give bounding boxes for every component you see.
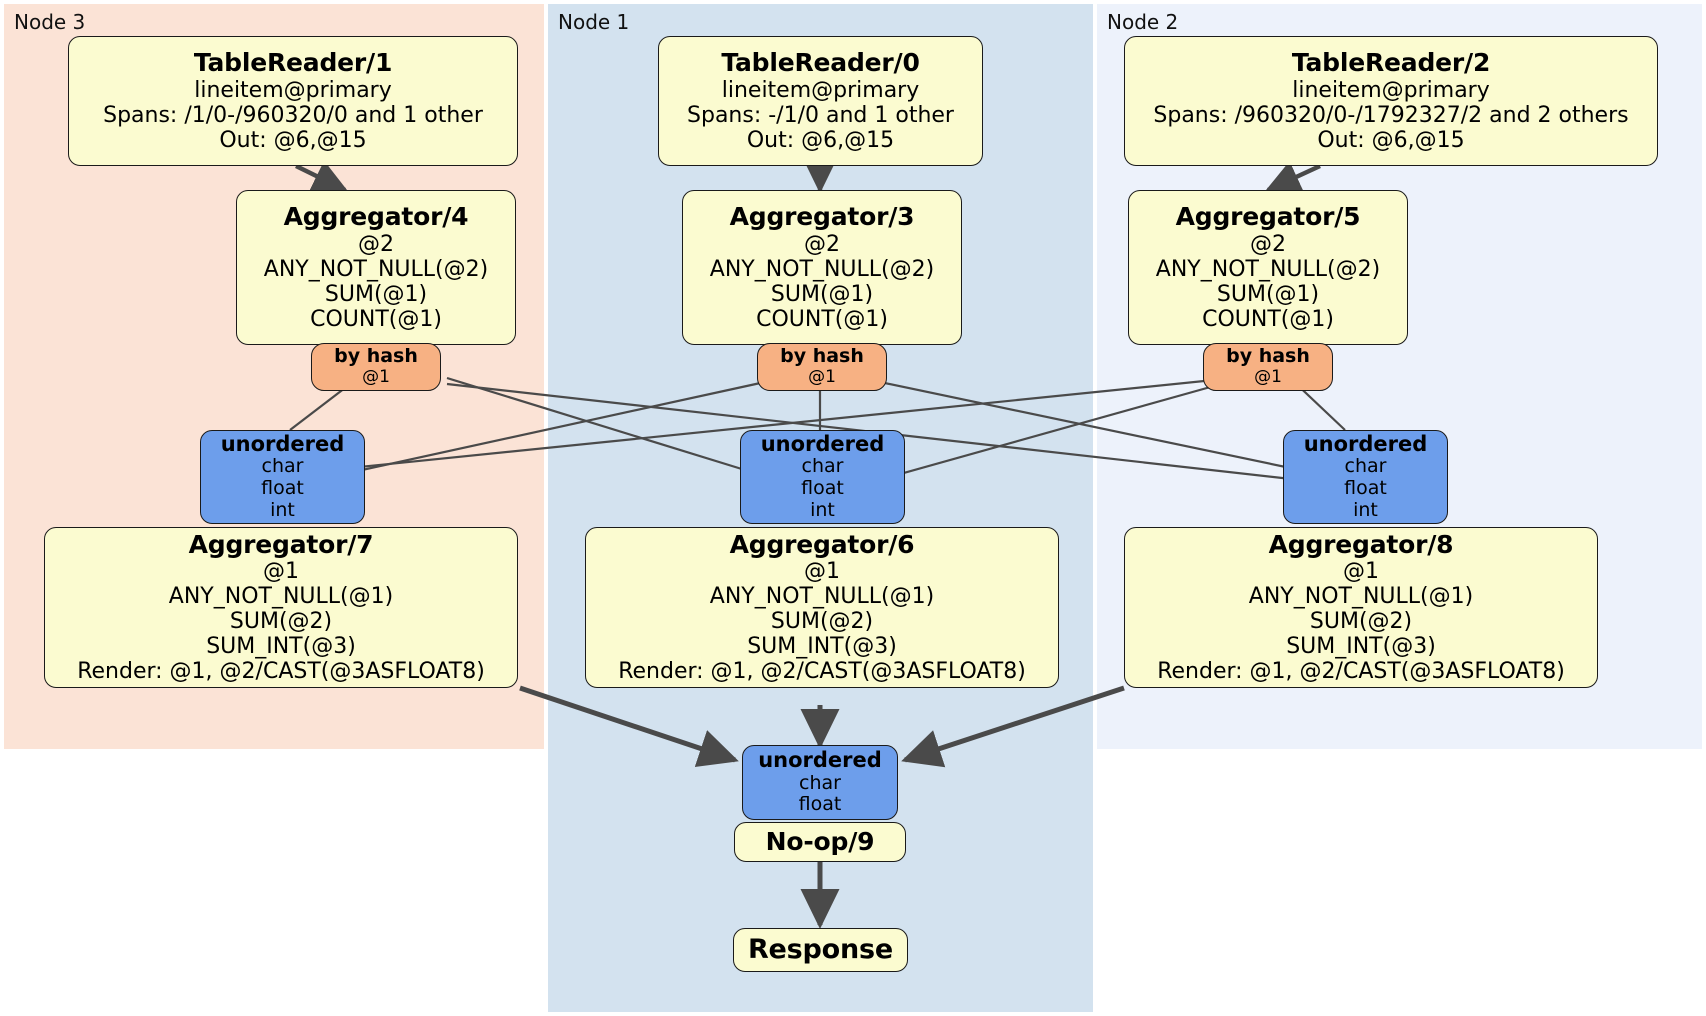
node-title: Aggregator/7: [188, 529, 374, 559]
node-line: Render: @1, @2/CAST(@3ASFLOAT8): [618, 659, 1026, 685]
node-tablereader-0[interactable]: TableReader/0 lineitem@primary Spans: -/…: [658, 36, 983, 166]
receiver-line: char: [799, 771, 841, 794]
node-line: COUNT(@1): [310, 306, 442, 332]
node-line: @2: [804, 231, 840, 257]
router-title: by hash: [1226, 345, 1310, 368]
node-line: SUM_INT(@3): [1286, 634, 1436, 660]
node-line: @2: [1250, 231, 1286, 257]
node-title: TableReader/1: [193, 48, 393, 78]
receiver-line: int: [810, 498, 835, 521]
receiver-line: float: [798, 793, 842, 816]
node-aggregator-6[interactable]: Aggregator/6 @1 ANY_NOT_NULL(@1) SUM(@2)…: [585, 527, 1059, 688]
node-line: Render: @1, @2/CAST(@3ASFLOAT8): [77, 659, 485, 685]
node-line: SUM(@1): [1216, 281, 1320, 307]
node-line: lineitem@primary: [194, 77, 392, 103]
node-line: @1: [1343, 559, 1379, 585]
node-line: Spans: /960320/0-/1792327/2 and 2 others: [1153, 102, 1629, 128]
node-no-op-9[interactable]: No-op/9: [734, 822, 906, 862]
node-line: ANY_NOT_NULL(@1): [709, 584, 935, 610]
receiver-line: float: [801, 477, 844, 500]
node-line: ANY_NOT_NULL(@1): [168, 584, 394, 610]
router-by-hash-left[interactable]: by hash @1: [311, 343, 441, 391]
node-line: SUM(@1): [770, 281, 874, 307]
node-tablereader-1[interactable]: TableReader/1 lineitem@primary Spans: /1…: [68, 36, 518, 166]
node-tablereader-2[interactable]: TableReader/2 lineitem@primary Spans: /9…: [1124, 36, 1658, 166]
node-line: Render: @1, @2/CAST(@3ASFLOAT8): [1157, 659, 1565, 685]
node-line: ANY_NOT_NULL(@2): [709, 256, 935, 282]
receiver-title: unordered: [758, 747, 882, 772]
node-title: TableReader/2: [1291, 48, 1491, 78]
node-response[interactable]: Response: [733, 928, 908, 972]
node-title: Aggregator/8: [1268, 529, 1454, 559]
node-line: Spans: /1/0-/960320/0 and 1 other: [103, 102, 483, 128]
router-title: by hash: [334, 345, 418, 368]
node-line: ANY_NOT_NULL(@1): [1248, 584, 1474, 610]
node-line: SUM(@2): [1309, 609, 1413, 635]
receiver-line: char: [1344, 455, 1387, 478]
node-line: @1: [263, 559, 299, 585]
node-line: ANY_NOT_NULL(@2): [1155, 256, 1381, 282]
node-line: SUM(@1): [324, 281, 428, 307]
node-line: SUM_INT(@3): [747, 634, 897, 660]
receiver-unordered-final[interactable]: unordered char float: [742, 745, 898, 820]
node-line: lineitem@primary: [1292, 77, 1490, 103]
receiver-line: float: [261, 477, 304, 500]
receiver-unordered-right[interactable]: unordered char float int: [1283, 430, 1448, 524]
node-line: @1: [804, 559, 840, 585]
node-line: COUNT(@1): [1202, 306, 1334, 332]
node-aggregator-3[interactable]: Aggregator/3 @2 ANY_NOT_NULL(@2) SUM(@1)…: [682, 190, 962, 345]
router-by-hash-right[interactable]: by hash @1: [1203, 343, 1333, 391]
receiver-line: float: [1344, 477, 1387, 500]
panel-node3-label: Node 3: [14, 10, 86, 34]
node-line: Out: @6,@15: [219, 127, 367, 153]
receiver-unordered-center[interactable]: unordered char float int: [740, 430, 905, 524]
router-title: by hash: [780, 345, 864, 368]
panel-node1-label: Node 1: [558, 10, 630, 34]
node-title: Aggregator/4: [283, 202, 469, 232]
node-line: SUM_INT(@3): [206, 634, 356, 660]
router-line: @1: [1254, 367, 1282, 388]
node-title: Aggregator/5: [1175, 202, 1361, 232]
node-line: ANY_NOT_NULL(@2): [263, 256, 489, 282]
receiver-line: char: [261, 455, 304, 478]
node-line: SUM(@2): [770, 609, 874, 635]
router-line: @1: [808, 367, 836, 388]
node-line: @2: [358, 231, 394, 257]
receiver-line: int: [1353, 498, 1378, 521]
node-aggregator-5[interactable]: Aggregator/5 @2 ANY_NOT_NULL(@2) SUM(@1)…: [1128, 190, 1408, 345]
receiver-unordered-left[interactable]: unordered char float int: [200, 430, 365, 524]
node-aggregator-7[interactable]: Aggregator/7 @1 ANY_NOT_NULL(@1) SUM(@2)…: [44, 527, 518, 688]
node-title: Aggregator/3: [729, 202, 915, 232]
receiver-line: int: [270, 498, 295, 521]
node-title: Aggregator/6: [729, 529, 915, 559]
router-by-hash-center[interactable]: by hash @1: [757, 343, 887, 391]
node-title: TableReader/0: [721, 48, 920, 78]
node-line: Out: @6,@15: [746, 127, 895, 153]
node-title: Response: [747, 933, 894, 965]
node-line: lineitem@primary: [721, 77, 920, 103]
panel-node2-label: Node 2: [1107, 10, 1179, 34]
receiver-title: unordered: [760, 431, 885, 456]
receiver-line: char: [801, 455, 844, 478]
node-aggregator-4[interactable]: Aggregator/4 @2 ANY_NOT_NULL(@2) SUM(@1)…: [236, 190, 516, 345]
node-line: Out: @6,@15: [1317, 127, 1465, 153]
node-title: No-op/9: [765, 826, 875, 856]
router-line: @1: [362, 367, 390, 388]
receiver-title: unordered: [220, 431, 345, 456]
node-line: SUM(@2): [229, 609, 333, 635]
receiver-title: unordered: [1303, 431, 1428, 456]
node-line: Spans: -/1/0 and 1 other: [687, 102, 954, 128]
node-line: COUNT(@1): [756, 306, 888, 332]
node-aggregator-8[interactable]: Aggregator/8 @1 ANY_NOT_NULL(@1) SUM(@2)…: [1124, 527, 1598, 688]
